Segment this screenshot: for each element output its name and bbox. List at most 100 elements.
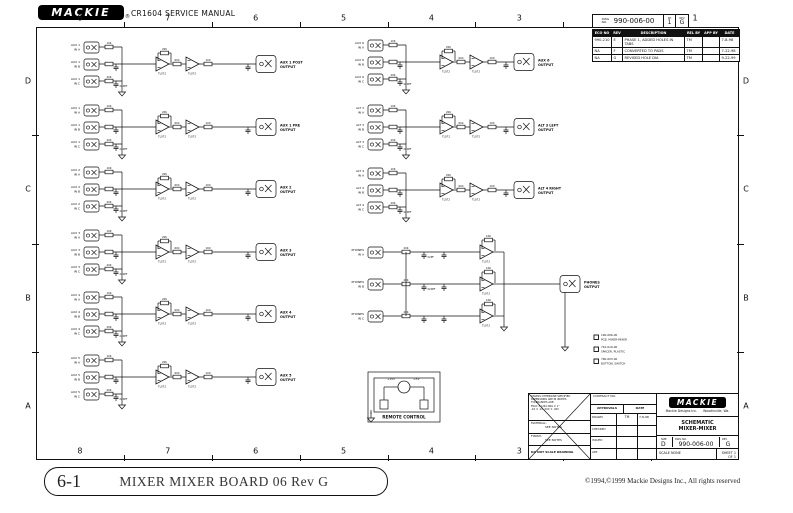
ground-icon (117, 149, 127, 160)
row-label-right: B (743, 293, 749, 303)
svg-text:10K: 10K (106, 291, 111, 295)
svg-text:PHONES: PHONES (352, 248, 365, 252)
svg-text:IN C: IN C (74, 332, 80, 336)
svg-text:AUX 1: AUX 1 (71, 106, 80, 110)
jack-icon (367, 121, 384, 134)
checkbox-icon (593, 358, 599, 364)
svg-text:OUTPUT: OUTPUT (280, 378, 296, 382)
svg-text:20K: 20K (106, 388, 111, 392)
capacitor-icon: 220PF (421, 284, 436, 291)
jack-icon (367, 39, 384, 52)
jack-icon (367, 184, 384, 197)
capacitor-icon (397, 127, 403, 134)
revision-cell: PHASE 1, ADDED HOLES IN TABS (622, 36, 685, 48)
opamp-icon: TL072 (185, 306, 200, 326)
jack-icon (367, 310, 384, 323)
ground-icon (560, 341, 570, 352)
svg-text:IN B: IN B (74, 65, 80, 69)
capacitor-icon (113, 189, 119, 196)
svg-text:TL072: TL072 (188, 260, 196, 264)
capacitor-icon: 220PF (113, 81, 128, 88)
column-label-bottom: 7 (165, 446, 171, 456)
opamp-icon: TL072 (155, 56, 170, 76)
resistor-icon: 100 (203, 308, 213, 317)
scale-value: NONE (670, 450, 681, 455)
revision-col-header: REV (611, 29, 623, 37)
resistor-icon: 604 (172, 246, 182, 255)
svg-text:604: 604 (175, 246, 180, 250)
resistor-icon: 20K (444, 45, 453, 54)
svg-text:TL072: TL072 (158, 72, 166, 76)
svg-text:AUX 1: AUX 1 (71, 140, 80, 144)
resistor-icon: 100 (203, 371, 213, 380)
svg-text:AUX 1 POST: AUX 1 POST (280, 61, 303, 65)
svg-text:AUX 2: AUX 2 (280, 186, 292, 190)
jack-icon (83, 166, 100, 179)
column-label-bottom: 3 (516, 446, 522, 456)
resistor-icon: 604 (172, 183, 182, 192)
resistor-icon (104, 61, 114, 67)
svg-text:TL072: TL072 (188, 385, 196, 389)
svg-text:22PF: 22PF (427, 255, 434, 259)
rev-value: G (679, 18, 685, 26)
zone-tick (299, 22, 301, 28)
svg-text:604: 604 (459, 56, 464, 60)
svg-text:OUTPUT: OUTPUT (280, 128, 296, 132)
zone-tick (32, 351, 39, 353)
svg-text:TL072: TL072 (472, 70, 480, 74)
svg-text:IN C: IN C (74, 270, 80, 274)
svg-text:604: 604 (459, 121, 464, 125)
capacitor-icon (245, 377, 251, 384)
ground-icon (117, 399, 127, 410)
svg-text:IN B: IN B (74, 315, 80, 319)
rev-label: REV (679, 16, 685, 20)
svg-text:604: 604 (175, 371, 180, 375)
row-label-left: A (25, 401, 31, 411)
svg-text:AUX 4: AUX 4 (71, 310, 80, 314)
svg-text:20K: 20K (162, 297, 167, 301)
row-label-right: A (743, 401, 749, 411)
mackie-logo: MACKIE (38, 5, 124, 20)
resistor-icon: 100 (487, 56, 497, 65)
jack-icon (83, 354, 100, 367)
resistor-icon: 604 (172, 308, 182, 317)
zone-tick (32, 243, 39, 245)
resistor-icon: 20K (104, 138, 114, 147)
ground-icon (117, 274, 127, 285)
svg-text:100: 100 (206, 58, 211, 62)
svg-text:TL072: TL072 (188, 72, 196, 76)
capacitor-icon: 220PF (113, 144, 128, 151)
svg-text:AUX 6: AUX 6 (355, 75, 364, 79)
jack-icon (367, 201, 384, 214)
svg-text:220PF: 220PF (119, 147, 128, 151)
svg-text:TL072: TL072 (442, 70, 450, 74)
company-name: Mackie Designs Inc. (665, 408, 698, 413)
svg-text:220PF: 220PF (119, 334, 128, 338)
resistor-icon: 604 (456, 56, 466, 65)
tb-rev-label: REV (722, 437, 728, 441)
svg-text:OUTPUT: OUTPUT (538, 63, 554, 67)
resistor-icon: 100 (203, 121, 213, 130)
revision-cell (702, 36, 720, 48)
svg-text:AUX 2: AUX 2 (71, 185, 80, 189)
svg-text:IN C: IN C (358, 317, 364, 321)
resistor-icon: 20K (160, 360, 169, 369)
resistor-icon: 10K (484, 234, 493, 243)
ground-icon (117, 211, 127, 222)
capacitor-icon (441, 316, 447, 323)
svg-text:OUTPUT: OUTPUT (538, 128, 554, 132)
row-label-left: B (25, 293, 31, 303)
zone-tick (737, 135, 744, 137)
resistor-icon (388, 187, 398, 193)
resistor-icon: 604 (172, 121, 182, 130)
svg-text:IN C: IN C (358, 145, 364, 149)
jack-icon (367, 104, 384, 117)
jack-icon (83, 308, 100, 321)
approvals-label: APPROVALS (591, 405, 624, 413)
column-label-top: 5 (341, 13, 347, 23)
jack-icon (367, 167, 384, 180)
